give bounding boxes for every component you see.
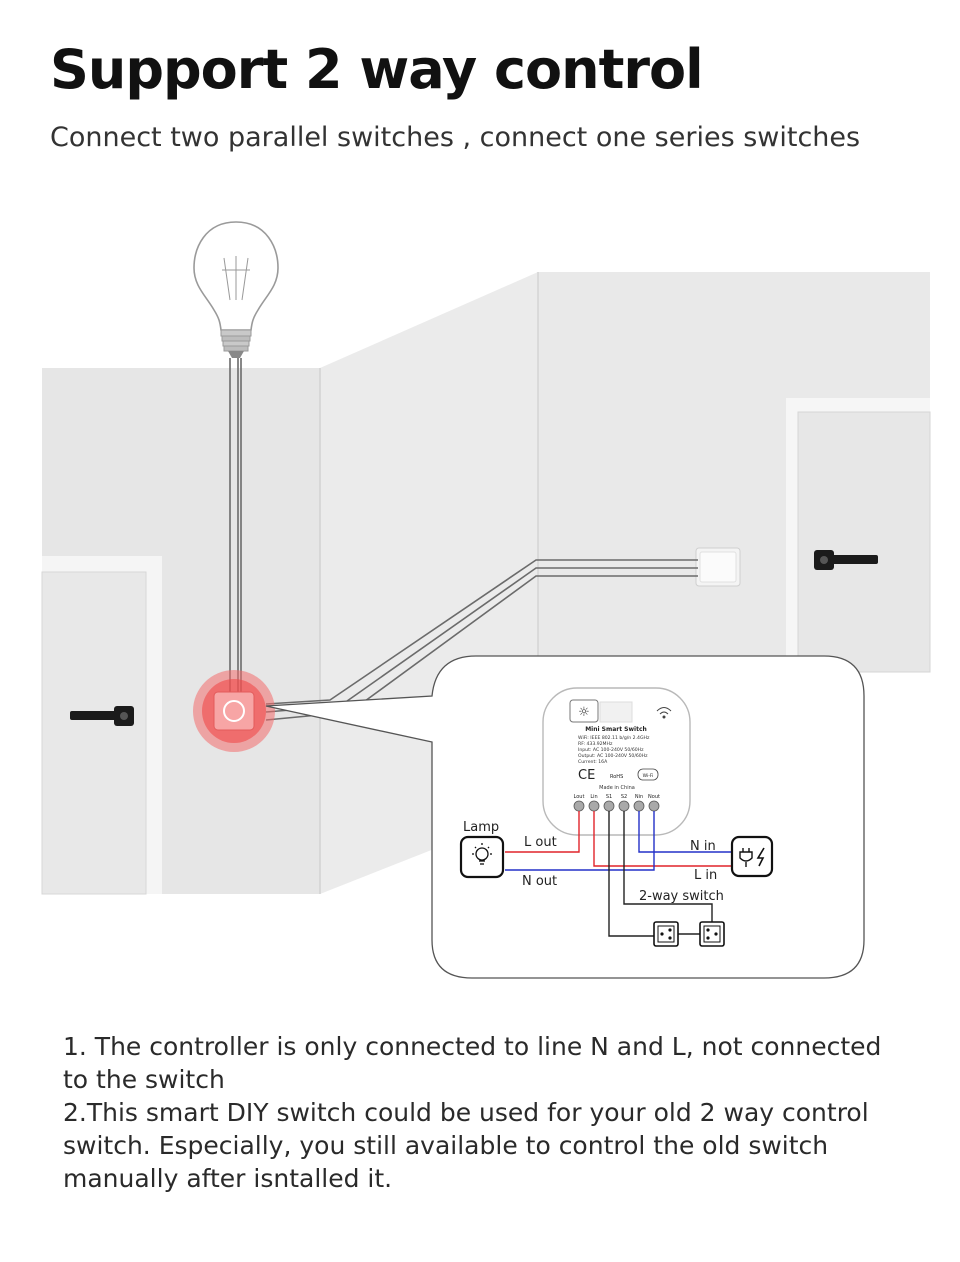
spec-line: RF: 433.92MHz	[578, 741, 613, 747]
switch-2-icon	[699, 921, 725, 947]
rohs-mark: RoHS	[610, 774, 623, 780]
terminal-label: Lout	[574, 794, 585, 800]
terminal-label: Nout	[648, 794, 660, 800]
terminal-label: S1	[606, 794, 612, 800]
n-in-label: N in	[690, 839, 716, 854]
door-handle-icon	[826, 555, 878, 564]
terminal-label: Lin	[590, 794, 597, 800]
wiring-labels: Lamp L out N out N in L in 2-way switch	[463, 820, 724, 904]
note-line: manually after isntalled it.	[63, 1164, 393, 1193]
l-in-label: L in	[694, 868, 717, 883]
smart-switch-module: ☼ Mini Smart Switch WiFi: IEEE 802.11 b/…	[542, 687, 691, 836]
spec-line: Output: AC 100-240V 50/60Hz	[578, 753, 648, 759]
module-name: Mini Smart Switch	[585, 726, 647, 733]
s2-wire	[623, 811, 713, 922]
spec-line: Input: AC 100-240V 50/60Hz	[578, 747, 644, 753]
n-in-wire	[638, 811, 732, 853]
n-out-wire	[505, 811, 655, 871]
terminal-labels: Lout Lin S1 S2 Nin Nout	[574, 794, 660, 800]
page-title: Support 2 way control	[50, 38, 704, 101]
spec-line: WiFi: IEEE 802.11 b/g/n 2.4GHz	[578, 735, 650, 741]
n-out-label: N out	[522, 874, 557, 889]
controller-highlight-icon	[193, 670, 275, 752]
wifi-signal-icon	[656, 707, 672, 719]
l-in-wire	[593, 811, 732, 867]
wires	[505, 811, 732, 937]
two-way-switch-label: 2-way switch	[639, 889, 724, 904]
page-subtitle: Connect two parallel switches , connect …	[50, 122, 861, 153]
wifi-badge: Wi-Fi	[643, 773, 654, 779]
lamp-label: Lamp	[463, 820, 499, 835]
note-line: to the switch	[63, 1065, 225, 1094]
two-way-switch-symbols	[653, 921, 725, 947]
terminal-label: Nin	[635, 794, 643, 800]
power-source-symbol	[730, 835, 774, 878]
right-door	[786, 398, 931, 673]
light-bulb-icon	[193, 221, 279, 358]
ce-mark: CE	[578, 768, 595, 783]
notes-text: 1. The controller is only connected to l…	[63, 1030, 903, 1195]
door-handle-icon	[70, 711, 122, 720]
switch-1-icon	[653, 921, 679, 947]
left-door	[41, 556, 162, 895]
plug-icon	[739, 847, 765, 867]
origin-text: Made in China	[599, 785, 635, 791]
wall-switch-icon	[695, 547, 741, 587]
lamp-symbol	[459, 835, 505, 879]
l-out-wire	[505, 811, 580, 853]
terminal-screws	[573, 800, 660, 812]
sun-icon: ☼	[578, 705, 590, 720]
note-line: switch. Especially, you still available …	[63, 1131, 829, 1160]
s1-wire	[608, 811, 654, 937]
terminal-label: S2	[621, 794, 627, 800]
note-line: 2.This smart DIY switch could be used fo…	[63, 1098, 869, 1127]
lamp-icon	[472, 843, 492, 865]
l-out-label: L out	[524, 835, 557, 850]
note-line: 1. The controller is only connected to l…	[63, 1032, 882, 1061]
spec-line: Current: 16A	[578, 759, 608, 765]
